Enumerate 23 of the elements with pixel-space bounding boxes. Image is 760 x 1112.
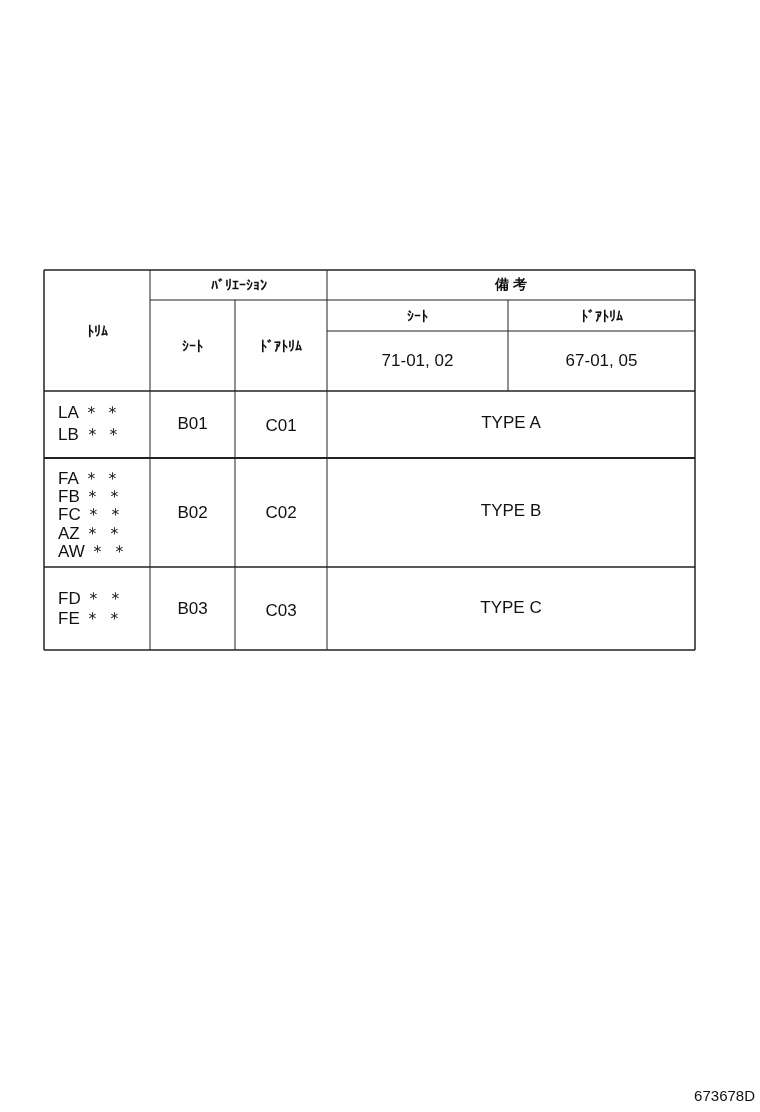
column-header: ﾄﾘﾑ xyxy=(86,322,108,339)
table-cell-text: TYPE A xyxy=(481,413,541,433)
column-header: ｼｰﾄ xyxy=(182,337,203,354)
table-cell-text: C02 xyxy=(265,502,297,523)
table-cell-text: LA ＊ ＊ xyxy=(58,401,122,424)
table-cell-text: B02 xyxy=(177,502,208,523)
table-cell-text: 67-01, 05 xyxy=(565,351,638,371)
column-header: ﾄﾞｱﾄﾘﾑ xyxy=(260,337,302,354)
table-cell-text: C01 xyxy=(265,416,297,436)
table-cell-text: LB ＊ ＊ xyxy=(58,423,123,446)
table-cell-text: TYPE C xyxy=(480,597,542,618)
table-cell-text: TYPE B xyxy=(480,500,542,521)
column-header: ﾄﾞｱﾄﾘﾑ xyxy=(580,307,623,324)
table-cell-text: FD ＊ ＊ xyxy=(58,587,125,610)
table-cell-text: B03 xyxy=(177,598,208,619)
figure-code: 673678D xyxy=(694,1086,755,1104)
table-cell-text: C03 xyxy=(265,600,297,621)
table-cell-text: 71-01, 02 xyxy=(381,351,454,371)
column-header: ﾊﾞﾘｴｰｼｮﾝ xyxy=(210,277,267,293)
column-header: ｼｰﾄ xyxy=(407,307,428,324)
table-cell-text: FE ＊ ＊ xyxy=(58,607,124,630)
table-cell-text: B01 xyxy=(177,414,208,434)
column-header: 備 考 xyxy=(495,276,527,294)
